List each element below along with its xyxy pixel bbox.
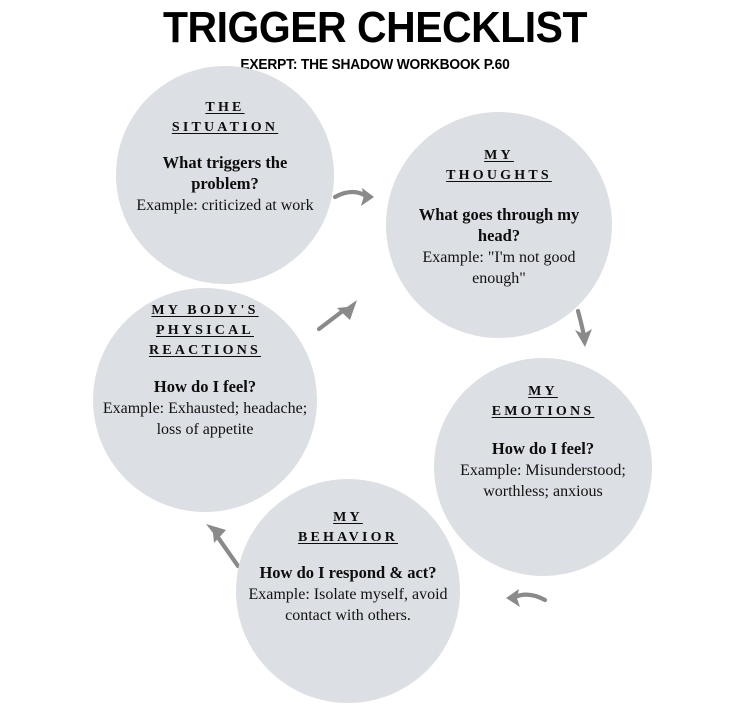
node-emotions[interactable]: MY EMOTIONS How do I feel? Example: Misu… xyxy=(434,358,652,576)
node-situation-heading: THE SITUATION xyxy=(171,100,279,135)
node-emotions-example: Example: Misunderstood; worthless; anxio… xyxy=(460,461,626,500)
arrow-behavior-to-body xyxy=(206,524,241,569)
node-behavior[interactable]: MY BEHAVIOR How do I respond & act? Exam… xyxy=(236,479,460,703)
arrow-body-to-thoughts xyxy=(316,300,357,332)
node-situation-example: Example: criticized at work xyxy=(136,196,314,214)
node-emotions-heading: MY EMOTIONS xyxy=(491,384,595,419)
page-subtitle: EXERPT: THE SHADOW WORKBOOK P.60 xyxy=(240,57,510,73)
node-body-question: How do I feel? xyxy=(153,376,257,396)
node-situation[interactable]: THE SITUATION What triggers the problem?… xyxy=(116,66,334,284)
node-body-physical-reactions[interactable]: MY BODY'S PHYSICAL REACTIONS How do I fe… xyxy=(93,288,317,512)
poster-header: TRIGGER CHECKLIST EXERPT: THE SHADOW WOR… xyxy=(0,0,750,74)
node-body-heading: MY BODY'S PHYSICAL REACTIONS xyxy=(148,303,262,358)
node-situation-content: THE SITUATION What triggers the problem?… xyxy=(116,66,334,217)
node-behavior-example: Example: Isolate myself, avoid contact w… xyxy=(248,585,448,624)
node-behavior-question: How do I respond & act? xyxy=(259,562,437,582)
node-thoughts-question: What goes through my head? xyxy=(418,204,580,245)
node-thoughts[interactable]: MY THOUGHTS What goes through my head? E… xyxy=(386,112,612,338)
node-emotions-content: MY EMOTIONS How do I feel? Example: Misu… xyxy=(434,358,652,502)
node-behavior-content: MY BEHAVIOR How do I respond & act? Exam… xyxy=(236,479,460,626)
page-title: TRIGGER CHECKLIST xyxy=(162,3,588,52)
node-situation-question: What triggers the problem? xyxy=(162,152,288,193)
node-thoughts-example: Example: "I'm not good enough" xyxy=(422,248,576,287)
node-emotions-question: How do I feel? xyxy=(491,438,595,458)
arrow-emotions-to-behavior xyxy=(506,589,548,607)
node-thoughts-content: MY THOUGHTS What goes through my head? E… xyxy=(386,112,612,290)
node-body-example: Example: Exhausted; headache; loss of ap… xyxy=(102,399,308,438)
arrow-thoughts-to-emotions xyxy=(575,308,592,347)
node-thoughts-heading: MY THOUGHTS xyxy=(446,148,552,183)
node-behavior-heading: MY BEHAVIOR xyxy=(297,510,399,545)
arrow-situation-to-thoughts xyxy=(332,188,374,206)
node-body-content: MY BODY'S PHYSICAL REACTIONS How do I fe… xyxy=(93,288,317,440)
